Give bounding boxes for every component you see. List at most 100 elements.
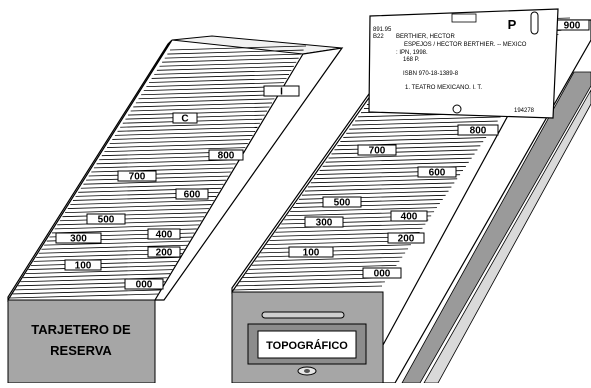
card-divider-line — [151, 74, 290, 79]
card-author: BERTHIER, HECTOR — [396, 34, 455, 40]
card-divider-line — [104, 147, 246, 153]
left-tab-200 — [147, 246, 181, 258]
card-divider-line — [30, 261, 178, 266]
right-tab-200 — [387, 232, 425, 244]
card-divider-line — [169, 45, 307, 51]
card-divider-line — [233, 285, 383, 291]
card-divider-line — [107, 143, 248, 148]
card-call-number-1: 891.95 — [373, 27, 392, 33]
card-divider-line — [59, 216, 205, 222]
left-tab-000 — [124, 278, 164, 290]
left-tab-label: C — [181, 114, 188, 125]
left-tab-100 — [64, 259, 102, 271]
card-accession: 194278 — [514, 108, 535, 114]
right-tab-000 — [362, 267, 402, 279]
card-divider-line — [9, 293, 159, 299]
left-drawer-card-stack — [9, 45, 307, 299]
left-tab-label: 400 — [156, 230, 173, 241]
card-divider-line — [296, 199, 443, 204]
card-divider-line — [91, 167, 234, 173]
left-tab-label: 200 — [156, 248, 173, 259]
card-divider-line — [159, 61, 297, 67]
card-divider-line — [41, 244, 188, 250]
left-drawer-right-wall — [153, 47, 344, 301]
card-divider-line — [44, 240, 190, 246]
card-divider-line — [325, 157, 472, 163]
card-divider-line — [141, 90, 280, 96]
left-tab-500 — [86, 213, 126, 225]
card-pages: 168 P. — [403, 57, 420, 63]
paper-clip-icon — [530, 11, 539, 35]
card-divider-line — [28, 265, 175, 270]
card-divider-line — [12, 289, 161, 295]
right-tab-label: 000 — [374, 269, 391, 280]
card-divider-line — [112, 135, 253, 140]
left-tab-400 — [147, 228, 181, 240]
card-divider-line — [263, 244, 411, 250]
card-divider-line — [275, 227, 423, 233]
card-divider-line — [80, 183, 224, 189]
right-drawer-knob-center — [304, 369, 310, 373]
card-divider-line — [65, 208, 209, 214]
left-tab-label: 700 — [129, 172, 146, 183]
card-divider-line — [130, 106, 270, 112]
card-divider-line — [143, 86, 282, 92]
card-divider-line — [355, 116, 501, 122]
right-tab-800 — [457, 124, 499, 136]
left-drawer-left-wall — [7, 39, 173, 303]
card-divider-line — [93, 163, 236, 169]
right-tab-label: 700 — [369, 146, 386, 157]
card-divider-line — [340, 137, 487, 142]
card-call-number-2: B22 — [373, 34, 384, 40]
left-drawer-front — [7, 299, 156, 384]
card-divider-line — [20, 277, 168, 283]
left-tab-600 — [175, 188, 209, 200]
card-divider-line — [290, 207, 437, 213]
card-divider-line — [331, 149, 478, 155]
card-divider-line — [251, 260, 400, 266]
card-divider-line — [96, 159, 239, 165]
card-isbn: ISBN 970-18-1389-8 — [403, 71, 459, 77]
left-tab-label: 100 — [75, 261, 92, 272]
right-tab-label: 400 — [401, 212, 418, 223]
left-tab-label: I — [280, 87, 283, 98]
right-drawer-handle-top — [261, 311, 345, 319]
card-divider-line — [278, 223, 426, 229]
right-tab-500 — [322, 196, 362, 208]
card-divider-line — [23, 273, 171, 279]
card-divider-line — [298, 194, 446, 200]
card-rod-hole — [452, 104, 462, 114]
right-tab-label: 900 — [564, 21, 581, 32]
card-divider-line — [120, 122, 260, 128]
card-divider-line — [149, 78, 287, 83]
card-divider-line — [164, 53, 302, 59]
card-divider-line — [138, 94, 277, 100]
card-subject: 1. TEATRO MEXICANO. I. T. — [405, 85, 482, 91]
left-drawer-label-line2: RESERVA — [50, 343, 112, 358]
right-tab-700 — [357, 144, 397, 156]
left-tab-label: 600 — [184, 190, 201, 201]
card-divider-line — [83, 179, 226, 185]
left-tab-label: 500 — [98, 215, 115, 226]
card-divider-line — [117, 126, 258, 132]
card-divider-line — [133, 102, 273, 108]
card-divider-line — [156, 65, 294, 71]
catalog-card: P 891.95 B22 BERTHIER, HECTOR ESPEJOS / … — [368, 8, 559, 119]
left-tab-label: 800 — [218, 151, 235, 162]
left-tab-700 — [117, 170, 157, 182]
card-divider-line — [33, 257, 180, 262]
card-divider-line — [146, 82, 285, 87]
card-divider-line — [310, 178, 458, 184]
card-divider-line — [67, 204, 212, 209]
card-divider-line — [260, 248, 409, 254]
card-p-tab: P — [508, 17, 517, 32]
card-publisher: : IPN, 1998. — [396, 50, 428, 56]
right-drawer-rail-dark — [401, 71, 591, 384]
card-divider-line — [236, 281, 385, 287]
left-tab-800 — [208, 149, 244, 161]
card-divider-line — [114, 130, 256, 136]
left-tab-label: 000 — [136, 280, 153, 291]
right-tab-label: 500 — [334, 198, 351, 209]
